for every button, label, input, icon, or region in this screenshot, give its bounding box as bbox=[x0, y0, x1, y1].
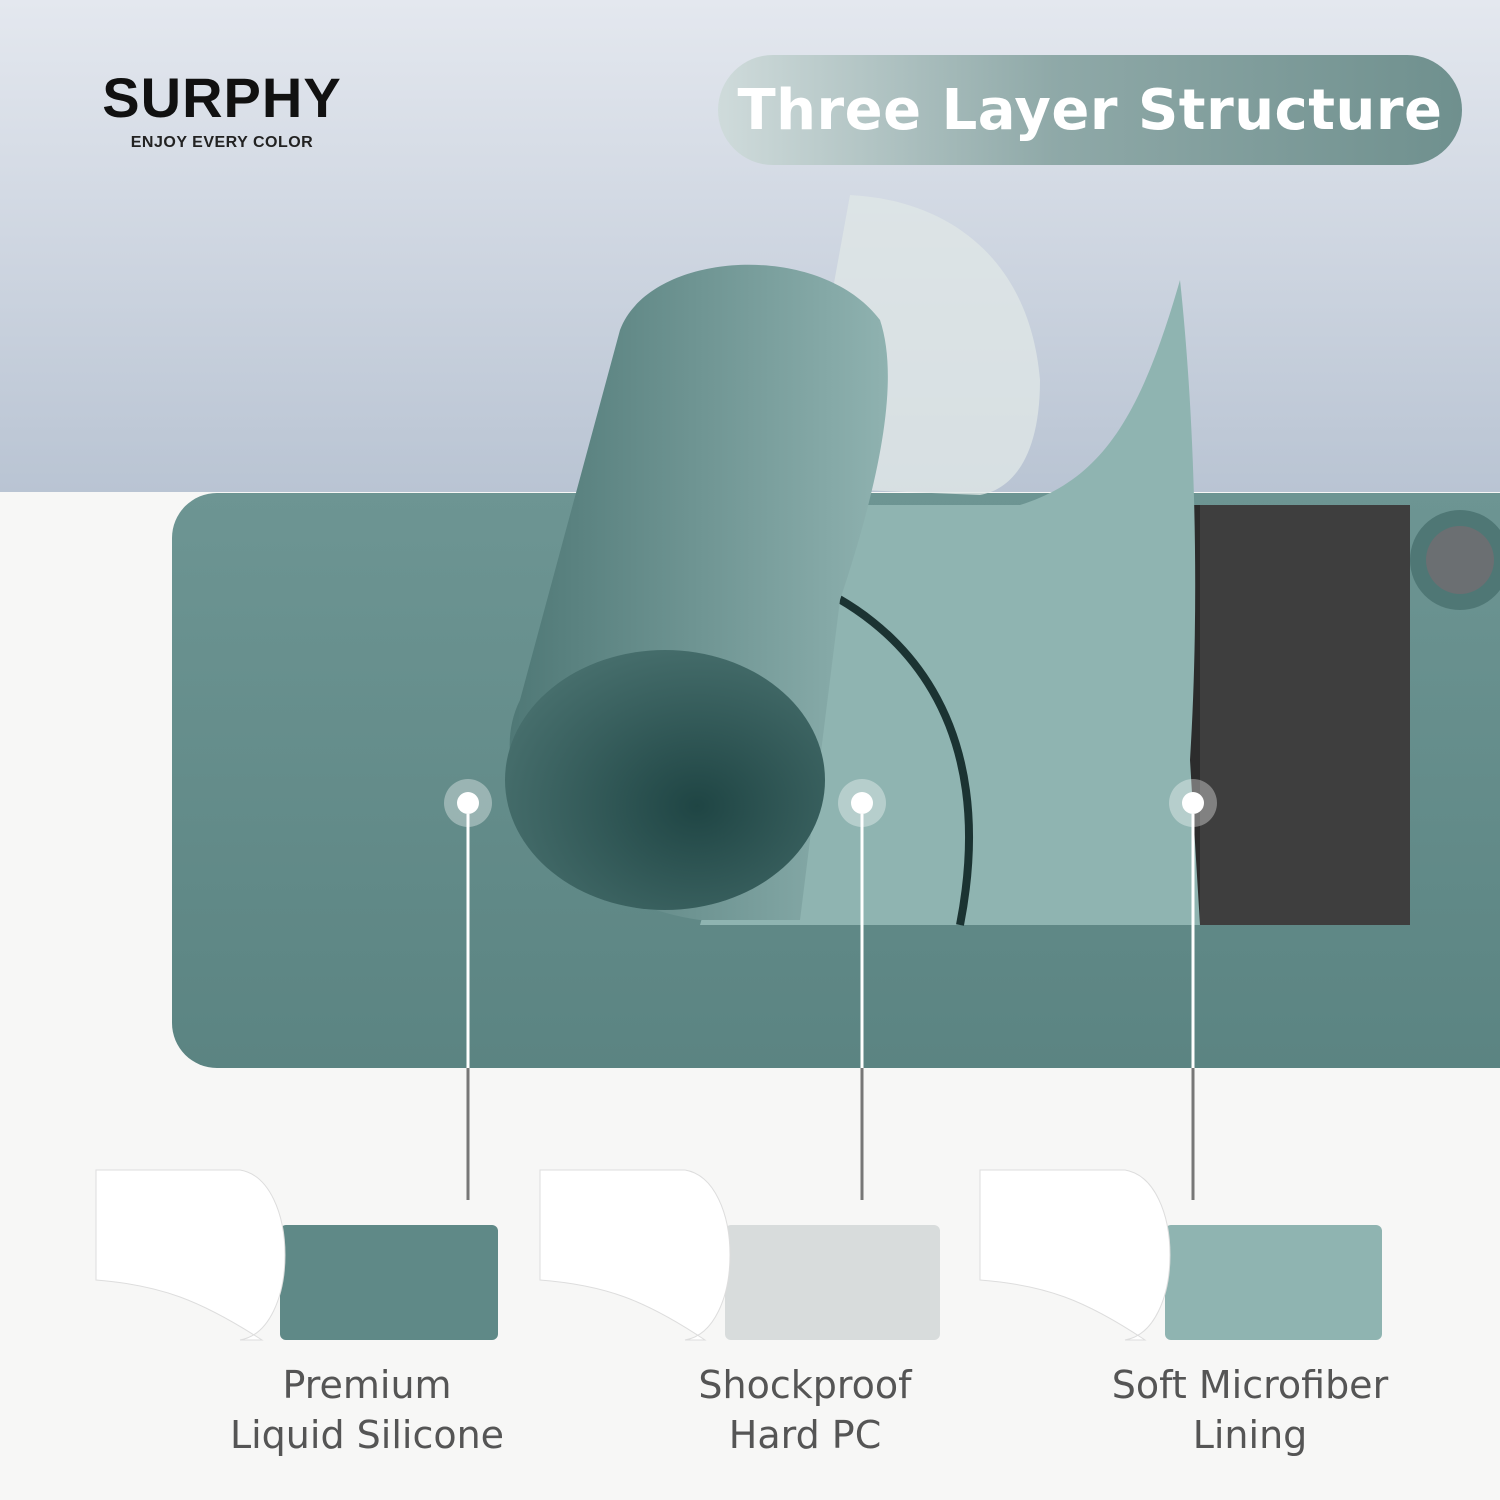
callout-silicone bbox=[444, 779, 492, 1200]
layer-label-line2: Lining bbox=[1192, 1413, 1308, 1457]
brand-name: SURPHY bbox=[102, 66, 342, 129]
swatch-microfiber bbox=[979, 1169, 1382, 1341]
layer-label-line1: Shockproof bbox=[698, 1363, 912, 1407]
brand-logo: SURPHY ENJOY EVERY COLOR bbox=[82, 70, 362, 152]
layer-label-hard-pc: Shockproof Hard PC bbox=[595, 1360, 1015, 1460]
layer-label-line2: Hard PC bbox=[728, 1413, 882, 1457]
microfiber-layer bbox=[700, 280, 1200, 925]
screen-area bbox=[1195, 505, 1410, 925]
callout-microfiber bbox=[1169, 779, 1217, 1200]
swatch-silicone bbox=[95, 1169, 498, 1341]
layer-label-line1: Soft Microfiber bbox=[1111, 1363, 1389, 1407]
callout-hard-pc bbox=[838, 779, 886, 1200]
title-banner: Three Layer Structure bbox=[718, 55, 1462, 165]
swatch-hard-pc bbox=[539, 1169, 940, 1341]
layer-label-silicone: Premium Liquid Silicone bbox=[157, 1360, 577, 1460]
layer-label-line1: Premium bbox=[282, 1363, 452, 1407]
layer-label-microfiber: Soft Microfiber Lining bbox=[1040, 1360, 1460, 1460]
brand-tagline: ENJOY EVERY COLOR bbox=[130, 134, 314, 151]
title-text: Three Layer Structure bbox=[737, 77, 1443, 143]
layer-label-line2: Liquid Silicone bbox=[229, 1413, 505, 1457]
